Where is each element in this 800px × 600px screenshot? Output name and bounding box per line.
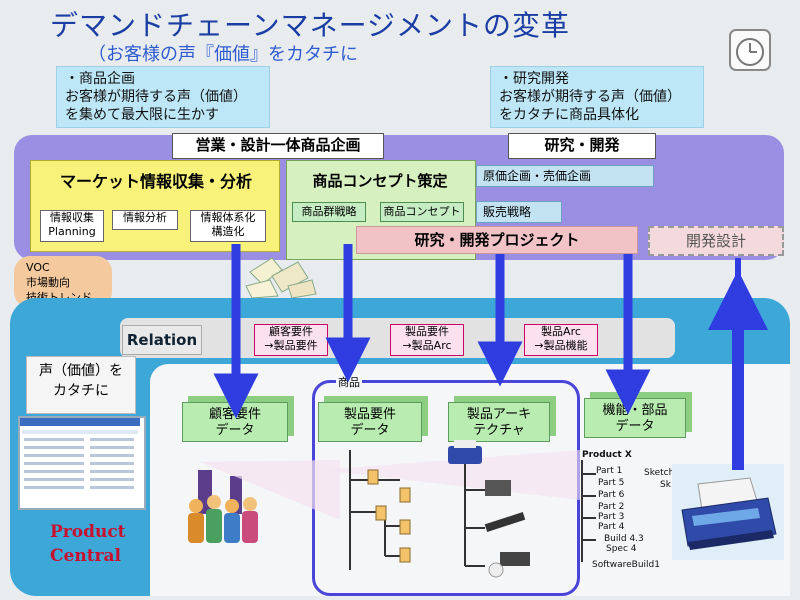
small-printer-icon xyxy=(446,438,484,468)
product-central-line: Central xyxy=(50,546,121,566)
tree-label: Build 4.3 xyxy=(604,534,644,544)
relation-label: Relation xyxy=(122,325,202,355)
product-central-label: Product Central xyxy=(50,520,126,568)
voice-box: 声（価値）を カタチに xyxy=(26,356,136,414)
customers-illustration xyxy=(180,466,264,546)
note-line: ・研究開発 xyxy=(499,71,569,87)
note-left: ・商品企画 お客様が期待する声（価値） を集めて最大限に生かす xyxy=(56,66,270,128)
data-box: 製品要件 データ xyxy=(318,402,422,442)
dev-design-box: 開発設計 xyxy=(648,226,784,256)
note-line: を集めて最大限に生かす xyxy=(65,107,219,123)
documents-illustration xyxy=(242,250,320,300)
product-central-line: Product xyxy=(50,522,126,542)
rnd-label: 研究・開発 xyxy=(508,133,656,159)
market-item: 情報分析 xyxy=(112,210,178,230)
tree-label: Part 1 xyxy=(596,466,623,476)
note-line: をカタチに商品具体化 xyxy=(499,107,639,123)
printer-illustration xyxy=(672,464,784,560)
relation-item: 製品要件 →製品Arc xyxy=(390,324,464,356)
tree-diagram xyxy=(200,450,596,578)
concept-title: 商品コンセプト策定 xyxy=(312,172,448,190)
tree-label: Part 3 xyxy=(598,512,625,522)
voc-line: VOC xyxy=(26,261,50,274)
relation-item: 製品Arc →製品機能 xyxy=(524,324,598,356)
page-title: デマンドチェーンマネージメントの変革 xyxy=(50,9,571,42)
note-line: お客様が期待する声（価値） xyxy=(65,89,247,105)
note-right: ・研究開発 お客様が期待する声（価値） をカタチに商品具体化 xyxy=(490,66,704,128)
cost-planning-box: 原価企画・売価企画 xyxy=(476,165,654,187)
project-bar: 研究・開発プロジェクト xyxy=(356,226,638,254)
tree-label: Part 6 xyxy=(598,490,625,500)
tree-label: Part 4 xyxy=(598,522,625,532)
planning-label: 営業・設計一体商品企画 xyxy=(172,133,384,159)
clock-icon xyxy=(728,28,772,72)
concept-item: 商品コンセプト xyxy=(380,202,464,222)
relation-item: 顧客要件 →製品要件 xyxy=(254,324,328,356)
market-title: マーケット情報収集・分析 xyxy=(59,172,252,191)
voc-line: 市場動向 xyxy=(26,276,70,289)
note-line: お客様が期待する声（価値） xyxy=(499,89,681,105)
sales-strategy-box: 販売戦略 xyxy=(476,201,562,223)
market-item: 情報収集 Planning xyxy=(40,210,104,242)
tree-label: SoftwareBuild1 xyxy=(592,560,660,570)
tree-label: Sk xyxy=(660,480,671,490)
tree-label: Spec 4 xyxy=(606,544,637,554)
data-box: 製品アーキ テクチャ xyxy=(448,402,550,442)
app-screenshot-thumbnail xyxy=(18,416,146,510)
page-subtitle: （お客様の声『価値』をカタチに xyxy=(88,44,358,65)
tree-label: Product X xyxy=(582,450,632,460)
market-item: 情報体系化 構造化 xyxy=(190,210,266,242)
tree-label: Sketch xyxy=(644,468,675,478)
note-line: ・商品企画 xyxy=(65,71,135,87)
tree-label: Part 5 xyxy=(598,478,625,488)
concept-item: 商品群戦略 xyxy=(292,202,366,222)
tree-label: Part 2 xyxy=(598,502,625,512)
